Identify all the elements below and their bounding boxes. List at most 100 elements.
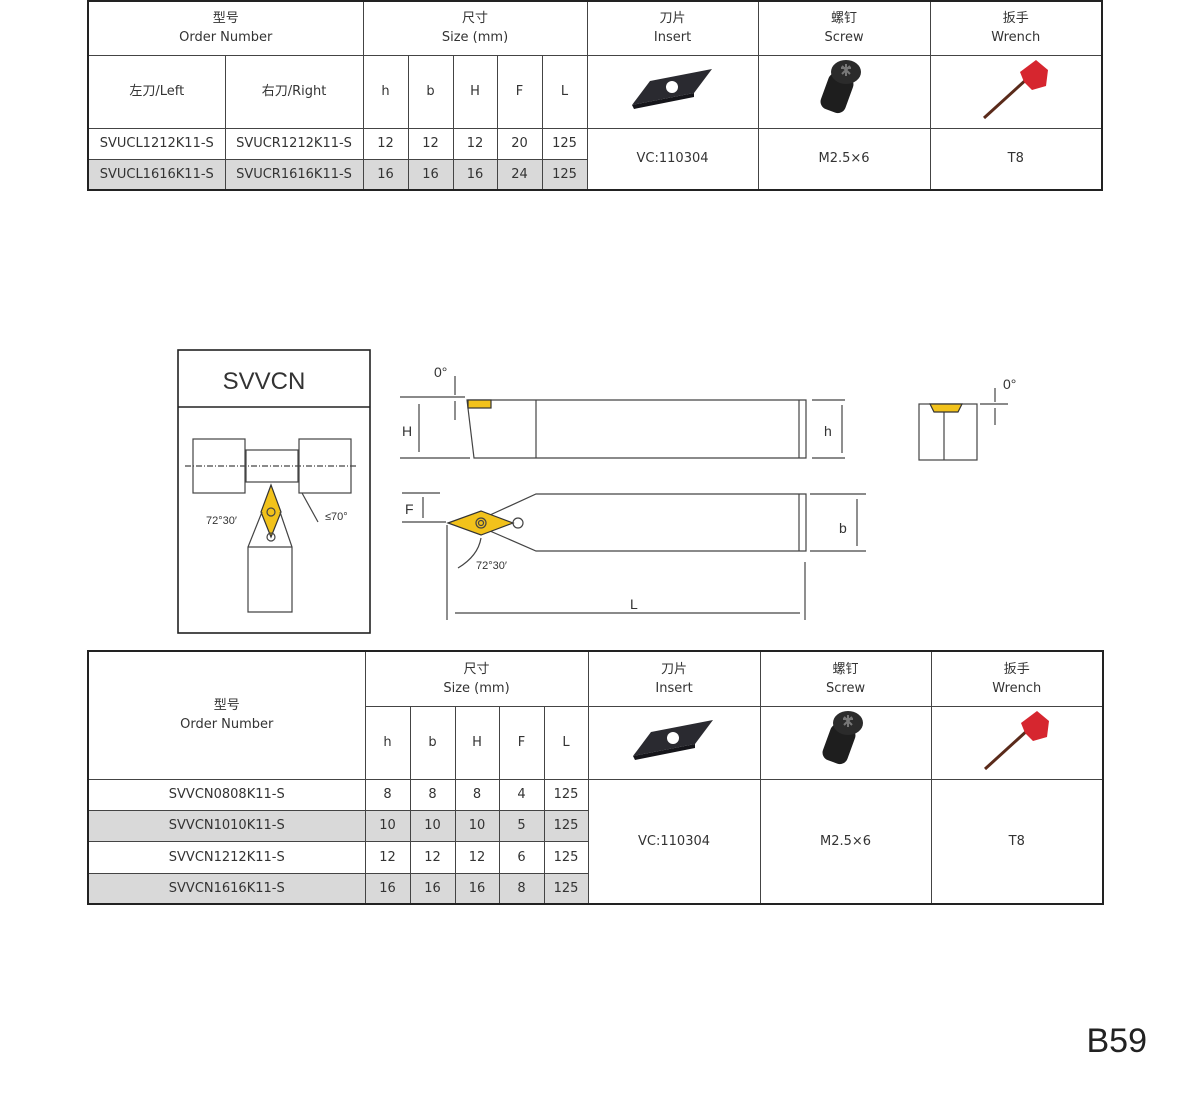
insert-code: VC:110304	[586, 127, 759, 191]
H-header: H	[454, 705, 500, 780]
L-value: 125	[543, 778, 589, 811]
table-row: SVVCN1010K11-S 10 10 10 5 125	[87, 809, 1103, 842]
screw-icon	[817, 58, 863, 116]
h-header: h	[362, 54, 409, 129]
H-header: H	[452, 54, 498, 129]
L-value: 125	[541, 158, 588, 191]
b-header: b	[407, 54, 454, 129]
page-number: B59	[1086, 1022, 1148, 1060]
h-value: 12	[362, 127, 409, 160]
L-value: 125	[543, 840, 589, 874]
table-row: SVUCL1212K11-S SVUCR1212K11-S 12 12 12 2…	[87, 127, 1103, 191]
b-value: 10	[409, 809, 456, 842]
F-value: 20	[496, 127, 543, 160]
wrench-icon	[982, 58, 1050, 119]
right-code: SVUCR1616K11-S	[224, 158, 364, 191]
b-value: 16	[407, 158, 454, 191]
table-row: SVVCN0808K11-S 8 8 8 4 125 VC:110304 M2.…	[87, 778, 1104, 905]
angle-label: 72°30′	[476, 560, 507, 572]
angle-label: 72°30′	[206, 515, 237, 527]
angle-label: 0°	[434, 364, 447, 380]
wrench-code: T8	[930, 778, 1104, 905]
left-code: SVUCL1212K11-S	[87, 127, 226, 160]
h-value: 16	[362, 158, 409, 191]
right-code: SVUCR1212K11-S	[224, 127, 364, 160]
L-header: L	[541, 54, 588, 129]
insert-icon	[633, 719, 714, 760]
b-value: 8	[409, 778, 456, 811]
b-header: b	[409, 705, 456, 780]
screw-image	[757, 54, 931, 129]
F-value: 4	[498, 778, 545, 811]
F-value: 5	[498, 809, 545, 842]
H-value: 12	[452, 127, 498, 160]
H-value: 12	[454, 840, 500, 874]
L-value: 125	[541, 127, 588, 160]
L-value: 125	[543, 872, 589, 905]
H-value: 10	[454, 809, 500, 842]
F-value: 8	[498, 872, 545, 905]
order-code: SVVCN1010K11-S	[87, 809, 366, 842]
order-code: SVVCN1616K11-S	[87, 872, 366, 905]
h-value: 8	[364, 778, 411, 811]
h-value: 12	[364, 840, 411, 874]
insert-code: VC:110304	[587, 778, 761, 905]
H-dimension: H	[402, 423, 412, 439]
insert-image	[587, 705, 761, 780]
angle-label: ≤70°	[325, 511, 348, 523]
h-dimension: h	[824, 423, 832, 439]
H-value: 16	[454, 872, 500, 905]
table-row: SVVCN1212K11-S 12 12 12 6 125	[87, 840, 1103, 874]
left-code: SVUCL1616K11-S	[87, 158, 226, 191]
diagram-title: SVVCN	[223, 368, 306, 395]
insert-icon	[631, 68, 712, 109]
wrench-icon	[983, 709, 1051, 770]
F-header: F	[498, 705, 545, 780]
order-code: SVVCN1212K11-S	[87, 840, 366, 874]
L-value: 125	[543, 809, 589, 842]
wrench-image	[930, 705, 1104, 780]
b-value: 12	[407, 127, 454, 160]
F-dimension: F	[405, 501, 414, 517]
h-header: h	[364, 705, 411, 780]
F-header: F	[496, 54, 543, 129]
screw-code: M2.5×6	[757, 127, 931, 191]
h-value: 16	[364, 872, 411, 905]
table-row: SVVCN1616K11-S 16 16 16 8 125	[87, 872, 1103, 905]
wrench-image	[929, 54, 1103, 129]
H-value: 16	[452, 158, 498, 191]
right-header: 右刀/Right	[224, 54, 364, 129]
diagram-frame	[177, 349, 371, 634]
angle-label: 0°	[1003, 376, 1016, 392]
left-header: 左刀/Left	[87, 54, 226, 129]
L-dimension: L	[630, 596, 638, 612]
b-dimension: b	[839, 520, 847, 536]
screw-icon	[818, 709, 864, 767]
screw-image	[759, 705, 932, 780]
insert-image	[586, 54, 759, 129]
b-value: 16	[409, 872, 456, 905]
wrench-code: T8	[929, 127, 1103, 191]
table-row: SVUCL1616K11-S SVUCR1616K11-S 16 16 16 2…	[87, 158, 1102, 191]
b-value: 12	[409, 840, 456, 874]
F-value: 6	[498, 840, 545, 874]
h-value: 10	[364, 809, 411, 842]
F-value: 24	[496, 158, 543, 191]
svvcn-diagram: SVVCN 72°30′ ≤70° H 0° h F b L 72°30′ 0°	[177, 349, 1016, 634]
screw-code: M2.5×6	[759, 778, 932, 905]
order-code: SVVCN0808K11-S	[87, 778, 366, 811]
H-value: 8	[454, 778, 500, 811]
